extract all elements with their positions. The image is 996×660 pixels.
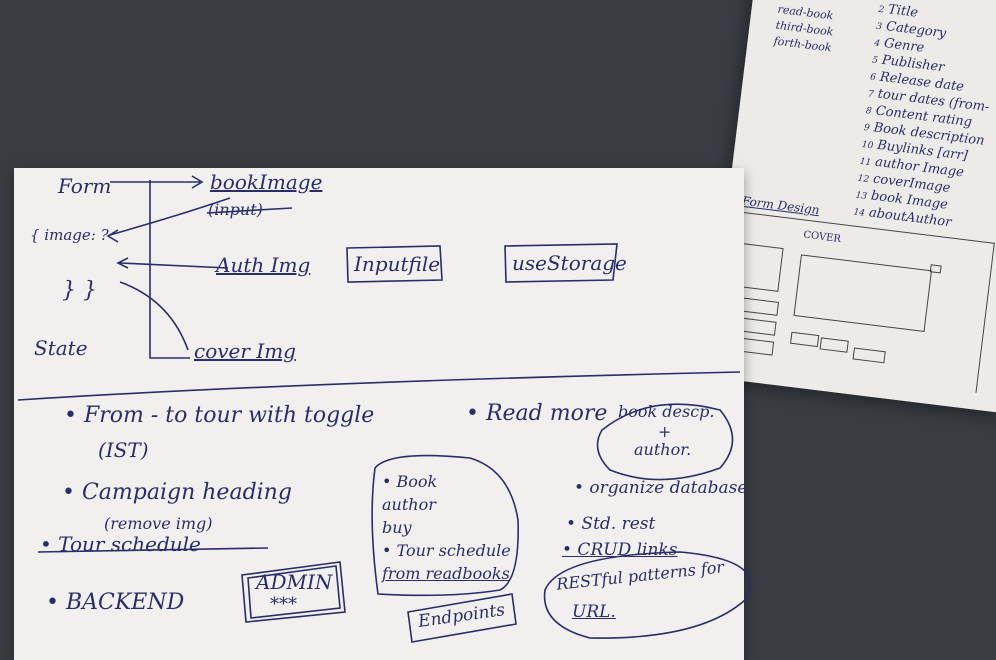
admin-box-inner — [247, 565, 341, 619]
author-note: author. — [634, 440, 692, 459]
strike-tour-schedule — [37, 547, 269, 553]
usestorage-box — [504, 243, 618, 283]
curve-to-coverimg — [119, 281, 189, 351]
remove-img-note: (remove img) — [104, 514, 213, 533]
book-list-item: author — [382, 495, 436, 514]
arrow-to-bookimage — [110, 175, 204, 189]
std-rest-note: • Std. rest — [566, 514, 656, 534]
vertical-stem-line — [149, 180, 190, 359]
admin-box — [241, 561, 346, 623]
endpoints-box — [407, 593, 517, 643]
admin-note: ADMIN — [256, 570, 333, 594]
restful-ellipse — [543, 551, 752, 639]
bookimage-label: bookImage — [210, 170, 323, 194]
stars-note: *** — [270, 594, 297, 615]
crud-links-note: • CRUD links — [562, 540, 678, 560]
book-list-item: • Tour schedule — [382, 541, 511, 560]
tour-schedule-struck-note: • Tour schedule — [40, 532, 201, 556]
coverimg-label: cover Img — [194, 339, 296, 363]
book-desc-note: book descp. — [618, 402, 715, 421]
book-list: • Book author buy • Tour schedule from r… — [382, 470, 511, 585]
booklist-blob — [371, 454, 519, 597]
book-list-item: • Book — [382, 472, 438, 491]
left-paper-sheet — [14, 168, 744, 660]
authimg-label: Auth Img — [216, 253, 311, 277]
inputfile-box — [346, 245, 443, 283]
book-list-item: from readbooks — [382, 564, 510, 583]
arrow-back-to-image — [106, 197, 231, 243]
ist-note: (IST) — [98, 438, 149, 462]
tour-toggle-note: • From - to tour with toggle — [64, 403, 375, 428]
url-note: URL. — [572, 602, 616, 622]
form-label: Form — [58, 174, 112, 198]
usestorage-label: useStorage — [512, 251, 627, 275]
state-label: State — [34, 336, 88, 360]
close-braces-label: } } — [62, 278, 97, 303]
backend-note: • BACKEND — [46, 590, 185, 615]
plus-note: + — [658, 422, 672, 441]
double-arrow-authimg — [116, 257, 229, 269]
section-divider-line — [17, 371, 741, 401]
inputfile-label: Inputfile — [354, 252, 441, 276]
strike-input — [206, 207, 293, 214]
book-list-item: buy — [382, 518, 412, 537]
image-state-label: { image: ? — [30, 226, 109, 244]
campaign-heading-note: • Campaign heading — [62, 480, 292, 505]
readmore-ellipse — [596, 403, 734, 481]
read-more-note: • Read more — [466, 401, 608, 426]
organize-db-note: • organize database — [574, 478, 748, 498]
input-struck-label: (input) — [208, 200, 263, 219]
